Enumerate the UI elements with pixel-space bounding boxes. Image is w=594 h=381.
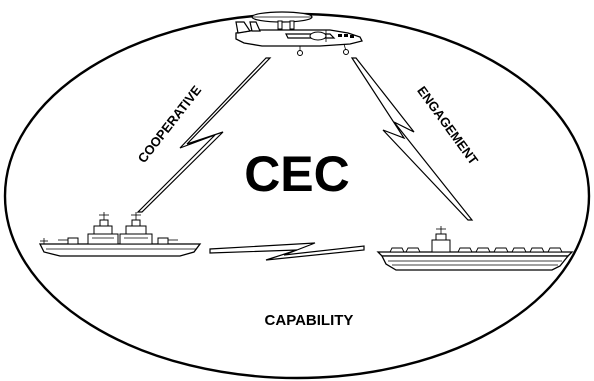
link-bolt-right: [350, 57, 474, 221]
link-bolt-left: [136, 57, 272, 213]
carrier-icon: [376, 226, 574, 271]
aircraft-icon: [235, 11, 363, 56]
link-bolt-bottom: [209, 242, 365, 261]
label-capability: CAPABILITY: [265, 312, 354, 329]
center-title: CEC: [244, 146, 350, 202]
cruiser-icon: [38, 212, 202, 257]
